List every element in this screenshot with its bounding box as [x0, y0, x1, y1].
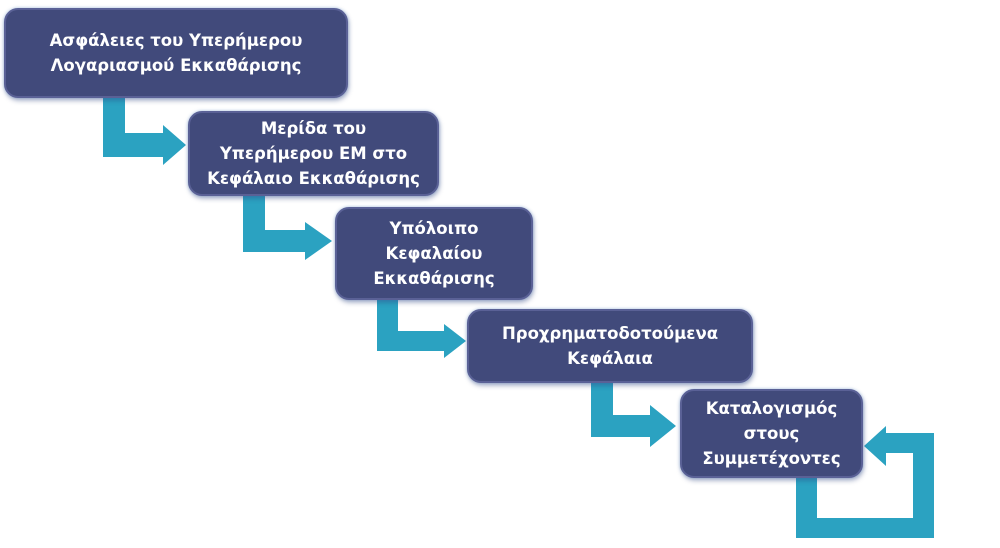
step-5-line-1: Καταλογισμός: [705, 399, 838, 418]
step-1-line-2: Λογαριασμού Εκκαθάρισης: [50, 56, 302, 75]
step-3-line-1: Υπόλοιπο: [389, 219, 479, 238]
step-2-line-2: Υπερήμερου ΕΜ στο: [219, 144, 408, 163]
step-box-collateral: Ασφάλειες του Υπερήμερου Λογαριασμού Εκκ…: [4, 8, 348, 98]
step-2-line-3: Κεφάλαιο Εκκαθάρισης: [207, 169, 420, 188]
step-box-default-share: Μερίδα του Υπερήμερου ΕΜ στο Κεφάλαιο Εκ…: [188, 111, 439, 196]
elbow-arrow-icon-4: [591, 382, 676, 447]
step-5-line-3: Συμμετέχοντες: [702, 449, 841, 468]
step-3-line-3: Εκκαθάρισης: [373, 269, 495, 288]
step-4-line-1: Προχρηματοδοτούμενα: [501, 324, 719, 343]
step-box-prefunded: Προχρηματοδοτούμενα Κεφάλαια: [467, 309, 753, 383]
step-2-line-1: Μερίδα του: [260, 119, 367, 138]
elbow-arrow-icon-1: [103, 97, 186, 165]
step-box-allocation: Καταλογισμός στους Συμμετέχοντες: [680, 389, 863, 478]
elbow-arrow-icon-2: [243, 195, 332, 260]
step-3-line-2: Κεφαλαίου: [385, 244, 483, 263]
step-5-line-2: στους: [743, 424, 800, 443]
elbow-arrow-icon-3: [377, 299, 466, 358]
step-box-remaining-fund: Υπόλοιπο Κεφαλαίου Εκκαθάρισης: [335, 207, 533, 300]
step-4-line-2: Κεφάλαια: [567, 349, 653, 368]
step-1-line-1: Ασφάλειες του Υπερήμερου: [49, 31, 303, 50]
loop-arrow-icon: [796, 426, 934, 538]
